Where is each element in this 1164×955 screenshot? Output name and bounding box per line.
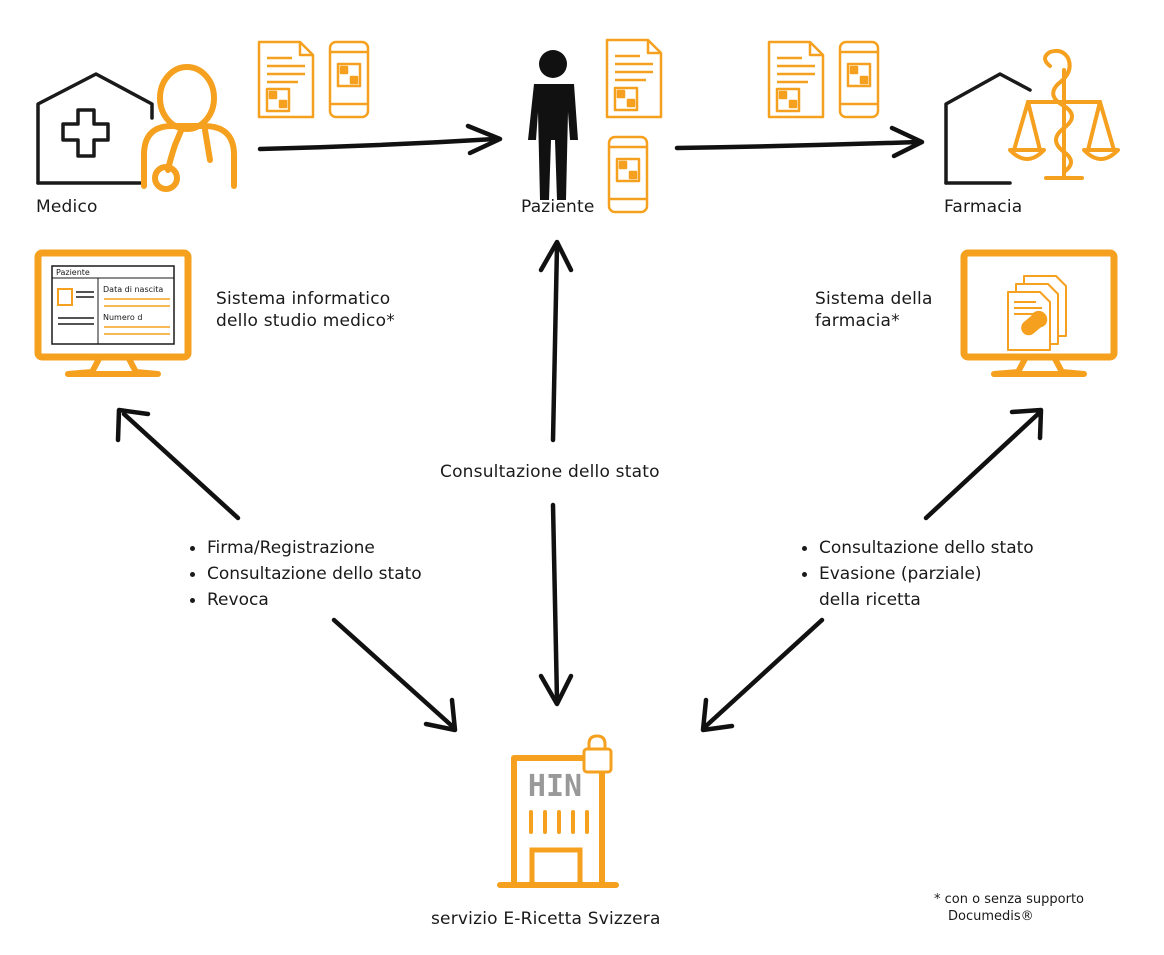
list-item: Consultazione dello stato	[190, 561, 422, 587]
list-item-text: Consultazione dello stato	[819, 538, 1034, 558]
doctor-to-patient-arrow	[257, 123, 503, 156]
list-item-text: Consultazione dello stato	[207, 564, 422, 584]
smartphone-qr-icon	[607, 135, 649, 214]
patient-icon	[528, 50, 578, 200]
hin-building-icon: HIN	[497, 755, 619, 888]
monitor-birth-field: Data di nascita	[103, 285, 163, 294]
doctor-system-label: Sistema informatico dello studio medico*	[216, 288, 395, 332]
list-item-text: Revoca	[207, 590, 269, 610]
list-item-text: Firma/Registrazione	[207, 538, 375, 558]
prescription-document-icon	[605, 38, 663, 119]
doctor-icon	[141, 64, 237, 192]
list-item-text: Evasione (parziale)	[819, 564, 982, 584]
lock-icon	[582, 734, 613, 774]
service-to-pharmacy-arrow	[700, 617, 825, 733]
doctor-to-service-arrow	[331, 617, 458, 733]
bullet-dot	[802, 571, 807, 577]
pharmacy-system-monitor-icon	[960, 249, 1118, 377]
list-item: Evasione (parziale)	[802, 561, 1034, 587]
doctor-system-arrow	[115, 407, 241, 521]
service-status-arrow-down	[538, 502, 574, 707]
pharmacy-label: Farmacia	[944, 197, 1023, 217]
pharmacy-system-label: Sistema della farmacia*	[815, 288, 933, 332]
pharmacy-system-arrow	[923, 407, 1044, 521]
pharmacy-actions-list: Consultazione dello stato Evasione (parz…	[802, 535, 1034, 613]
patient-to-pharmacy-arrow	[674, 125, 925, 159]
list-item: Consultazione dello stato	[802, 535, 1034, 561]
smartphone-qr-icon	[838, 40, 880, 119]
pharmacy-system-line: Sistema della	[815, 289, 933, 309]
smartphone-qr-icon	[328, 40, 370, 119]
doctor-system-line: dello studio medico*	[216, 311, 395, 331]
prescription-document-icon	[767, 40, 825, 119]
scales-snake-icon	[1008, 48, 1120, 180]
bullet-dot	[190, 571, 195, 577]
hin-building-text: HIN	[528, 769, 582, 804]
doctor-actions-list: Firma/Registrazione Consultazione dello …	[190, 535, 422, 613]
pharmacy-system-line: farmacia*	[815, 311, 900, 331]
bullet-dot	[802, 545, 807, 551]
prescription-document-icon	[257, 40, 315, 119]
patient-status-label: Consultazione dello stato	[440, 462, 660, 482]
list-item-continuation: della ricetta	[819, 590, 921, 610]
footnote-line: Documedis®	[948, 909, 1034, 924]
monitor-patient-header: Paziente	[56, 268, 90, 277]
bullet-dot	[190, 545, 195, 551]
doctor-house-icon	[36, 72, 154, 185]
footnote-line: * con o senza supporto	[934, 892, 1084, 907]
doctor-system-line: Sistema informatico	[216, 289, 391, 309]
patient-status-arrow-up	[538, 239, 574, 443]
service-label: servizio E-Ricetta Svizzera	[431, 909, 661, 929]
list-item: della ricetta	[802, 587, 1034, 613]
monitor-number-field: Numero d	[103, 313, 142, 322]
footnote: * con o senza supporto Documedis®	[934, 891, 1084, 925]
pharmacy-house-icon	[944, 72, 1032, 185]
patient-label: Paziente	[521, 197, 595, 217]
doctor-label: Medico	[36, 197, 98, 217]
bullet-dot	[190, 597, 195, 603]
list-item: Revoca	[190, 587, 422, 613]
doctor-system-monitor-icon: Paziente Data di nascita Numero d	[34, 249, 192, 377]
list-item: Firma/Registrazione	[190, 535, 422, 561]
